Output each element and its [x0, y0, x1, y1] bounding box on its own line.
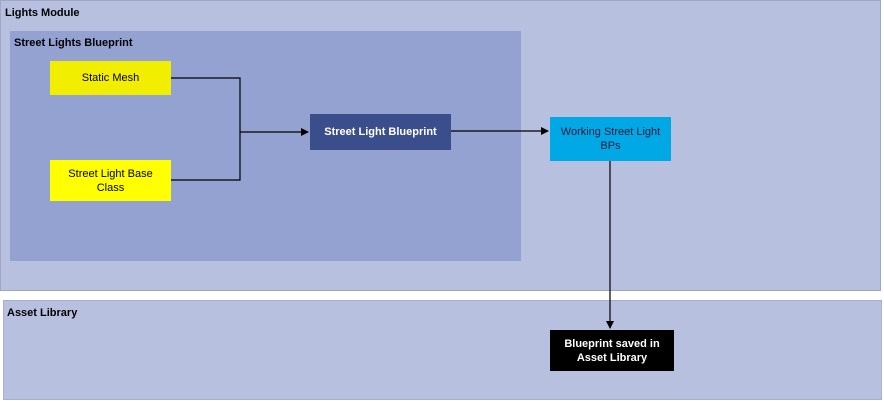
- node-blueprint-saved[interactable]: Blueprint saved in Asset Library: [550, 330, 674, 371]
- node-street-light-blueprint[interactable]: Street Light Blueprint: [310, 114, 451, 150]
- node-working-street-light-bps-label: Working Street Light BPs: [560, 126, 661, 152]
- node-static-mesh[interactable]: Static Mesh: [50, 61, 171, 95]
- node-blueprint-saved-label: Blueprint saved in Asset Library: [564, 337, 660, 364]
- node-static-mesh-label: Static Mesh: [81, 72, 140, 84]
- node-street-light-base-class-label: Street Light Base Class: [68, 167, 153, 194]
- lights-module-label: Lights Module: [5, 7, 80, 19]
- node-street-light-blueprint-label: Street Light Blueprint: [324, 126, 437, 138]
- asset-library-container: Asset Library: [3, 300, 882, 400]
- asset-library-label: Asset Library: [7, 307, 78, 319]
- street-lights-blueprint-label: Street Lights Blueprint: [14, 37, 133, 49]
- node-working-street-light-bps[interactable]: Working Street Light BPs: [550, 117, 671, 161]
- node-street-light-base-class[interactable]: Street Light Base Class: [50, 160, 171, 201]
